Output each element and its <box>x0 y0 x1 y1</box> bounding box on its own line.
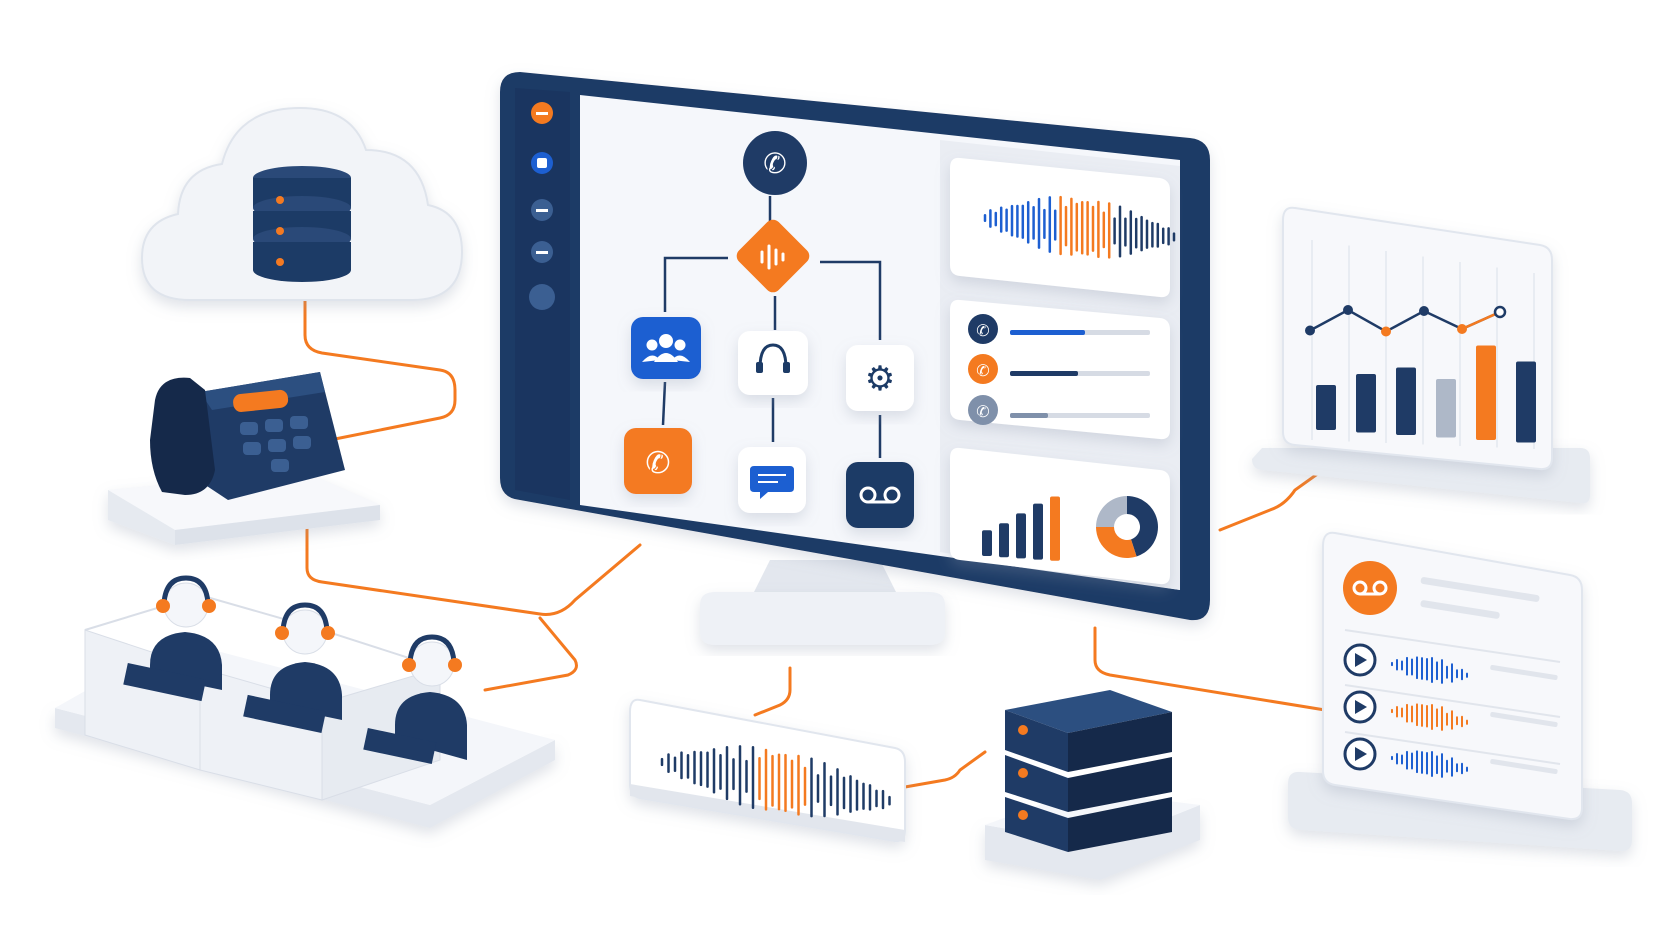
call-list-item[interactable]: ✆ <box>968 395 1150 425</box>
phone-icon: ✆ <box>763 148 786 179</box>
voicemail-icon <box>1352 580 1388 596</box>
analytics-bar <box>1436 379 1456 438</box>
analytics-bar <box>1516 361 1536 443</box>
flow-node-chat[interactable] <box>738 447 806 513</box>
phone-body <box>150 372 345 500</box>
desk-phone <box>108 372 380 545</box>
flow-node-settings[interactable]: ⚙ <box>846 345 914 411</box>
flow-node-call[interactable]: ✆ <box>624 428 692 494</box>
waveform-icon <box>983 195 1176 259</box>
flow-node-voicemail[interactable] <box>846 462 914 528</box>
trend-point <box>1457 324 1467 334</box>
mini-bar <box>999 523 1009 558</box>
headset-icon <box>758 343 788 369</box>
flow-node-team[interactable] <box>631 317 701 379</box>
voicemail-panel <box>1288 531 1632 852</box>
cloud-database <box>140 106 464 301</box>
voicemail-header-badge[interactable] <box>1343 561 1397 615</box>
trend-point <box>1305 325 1315 336</box>
database-icon <box>253 166 351 282</box>
call-list-item[interactable]: ✆ <box>968 314 1150 344</box>
mini-bar-chart <box>982 496 1060 561</box>
agent-avatar <box>243 602 342 734</box>
waveform-icon <box>1391 750 1468 778</box>
audio-wave-icon <box>760 244 785 270</box>
mini-pie-chart <box>1096 496 1158 558</box>
play-icon <box>1355 700 1367 714</box>
pie-slice <box>1127 496 1158 557</box>
analytics-bar <box>1316 385 1336 430</box>
waveform-icon <box>660 745 891 818</box>
handset <box>150 377 215 495</box>
mini-bar <box>982 530 992 556</box>
audio-waveform-card <box>629 698 906 843</box>
waveform-icon <box>1391 703 1468 731</box>
phone-icon: ✆ <box>976 363 989 380</box>
trend-point <box>1419 306 1429 316</box>
agent-cubicles <box>55 575 555 828</box>
sidebar <box>529 102 555 310</box>
phone-icon: ✆ <box>976 404 989 421</box>
agent-avatar <box>363 634 467 765</box>
trend-point <box>1381 326 1391 337</box>
flow-node-agent[interactable] <box>738 331 808 395</box>
agent-avatar <box>123 575 222 702</box>
pie-slice <box>1096 527 1137 558</box>
analytics-panel <box>1252 206 1590 504</box>
gear-icon: ⚙ <box>865 360 895 398</box>
monitor: ✆ ⚙ <box>500 72 1210 645</box>
analytics-bar <box>1476 345 1496 440</box>
trend-point <box>1493 305 1507 319</box>
sidebar-item[interactable] <box>529 284 555 310</box>
analytics-line <box>1305 305 1507 337</box>
waveform-icon <box>1391 656 1468 684</box>
flow-node-start[interactable]: ✆ <box>743 131 807 195</box>
voicemail-icon <box>859 486 901 504</box>
call-list-item[interactable]: ✆ <box>968 354 1150 384</box>
team-icon <box>642 334 690 362</box>
server-unit <box>1005 690 1172 772</box>
voicemail-row[interactable] <box>1343 737 1558 778</box>
voicemail-row[interactable] <box>1343 643 1561 718</box>
mini-bar <box>1050 496 1060 561</box>
server-unit <box>1005 797 1172 852</box>
call-flow-diagram <box>661 196 882 458</box>
analytics-bar <box>1356 374 1376 433</box>
analytics-bar <box>1396 367 1416 435</box>
analytics-bars <box>1316 345 1536 443</box>
server-unit <box>1005 755 1172 812</box>
pie-slice <box>1096 496 1127 527</box>
trend-point <box>1343 305 1353 315</box>
phone-icon: ✆ <box>976 323 989 340</box>
mini-bar <box>1016 513 1026 559</box>
voicemail-row[interactable] <box>1343 690 1561 765</box>
play-icon <box>1355 653 1367 667</box>
connector-lines <box>303 298 1332 789</box>
mini-bar <box>1033 503 1043 560</box>
play-icon <box>1355 747 1367 761</box>
server-stack <box>985 690 1200 880</box>
flow-node-decision[interactable] <box>733 216 812 295</box>
phone-icon: ✆ <box>645 447 670 480</box>
